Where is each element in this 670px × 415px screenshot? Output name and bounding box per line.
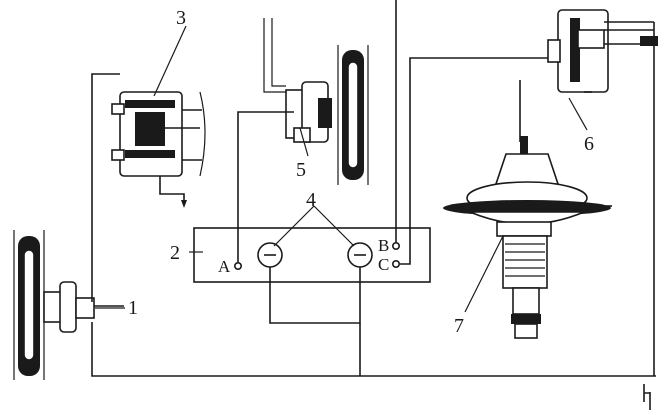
callout-1: 1 — [128, 297, 138, 319]
terminal-b-label: B — [378, 236, 389, 255]
callout-6: 6 — [584, 133, 594, 155]
sensor-5 — [263, 18, 369, 185]
callout-3: 3 — [176, 7, 186, 29]
wiring — [91, 0, 656, 410]
valve-6 — [547, 9, 658, 93]
callout-4: 4 — [306, 189, 316, 211]
actuator-7 — [443, 80, 612, 339]
callout-7: 7 — [454, 315, 464, 337]
terminal-c-label: C — [378, 255, 389, 274]
panel-2 — [193, 227, 431, 324]
terminal-a-label: A — [218, 257, 231, 276]
callout-2: 2 — [170, 242, 180, 264]
sensor-3 — [111, 91, 206, 208]
leader-lines — [95, 25, 588, 313]
sensor-1 — [13, 230, 124, 380]
callout-5: 5 — [296, 159, 306, 181]
